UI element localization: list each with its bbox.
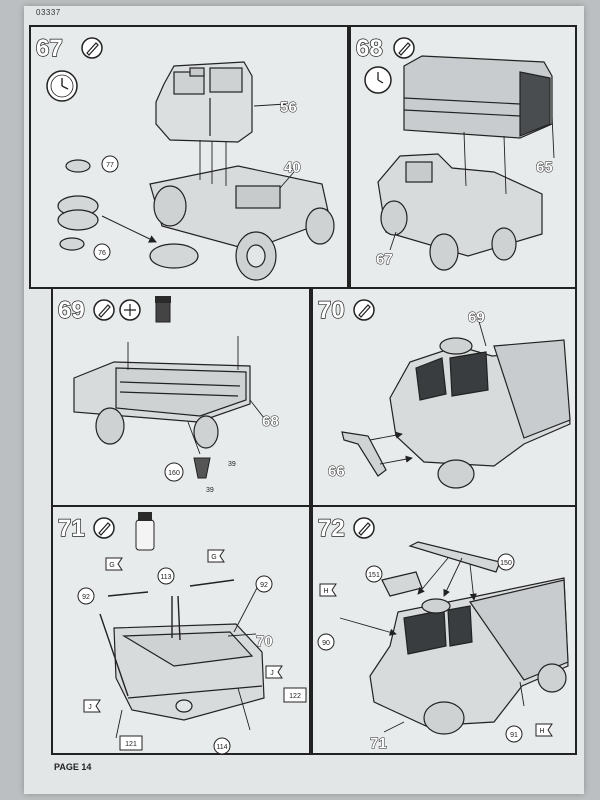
flag-j: J — [265, 665, 283, 679]
truck-front-drawing — [389, 337, 571, 489]
clock-icon — [364, 66, 392, 94]
cab-drawing — [155, 61, 253, 143]
svg-text:90: 90 — [322, 640, 330, 647]
svg-text:92: 92 — [260, 582, 268, 589]
step-67-panel: 67 — [29, 25, 349, 289]
label-39: 39 — [228, 461, 236, 468]
part-circle-160: 160 — [164, 462, 184, 482]
flag-j: J — [83, 699, 101, 713]
step-number: 68 — [356, 35, 383, 62]
step-number: 70 — [318, 297, 345, 324]
glue-icon — [119, 299, 141, 321]
svg-text:77: 77 — [106, 162, 114, 169]
svg-text:H: H — [323, 588, 328, 595]
flag-h: H — [535, 723, 553, 737]
callout-65: 65 — [536, 159, 553, 176]
wheel-hub-parts — [57, 159, 199, 269]
step-68-panel: 68 — [349, 25, 577, 289]
tool-icon — [353, 517, 375, 539]
callout-40: 40 — [284, 159, 301, 176]
step-number: 71 — [58, 515, 85, 542]
callout-67: 67 — [376, 251, 393, 268]
hood-drawing — [113, 623, 265, 721]
tool-icon — [393, 37, 415, 59]
svg-text:114: 114 — [216, 744, 227, 751]
svg-text:113: 113 — [160, 574, 171, 581]
svg-text:92: 92 — [82, 594, 90, 601]
part-circle-92: 92 — [77, 587, 95, 605]
part-circle-76: 76 — [93, 243, 111, 261]
step-69-panel: 69 — [51, 287, 311, 507]
instruction-drawings: 67 — [29, 25, 577, 755]
step-70-panel: 70 69 66 — [311, 287, 577, 507]
tailgate-drawing — [73, 361, 251, 449]
part-circle-92: 92 — [255, 575, 273, 593]
tool-icon — [93, 299, 115, 321]
instruction-sheet: 03337 67 — [24, 6, 584, 794]
chassis-drawing — [149, 165, 335, 281]
bumper-drawing — [341, 431, 387, 477]
flag-g: G — [105, 557, 123, 571]
part-circle-113: 113 — [157, 567, 175, 585]
roof-rack-drawing — [381, 541, 501, 597]
step-number: 72 — [318, 515, 345, 542]
callout-69: 69 — [468, 309, 485, 326]
tool-icon — [93, 517, 115, 539]
label-39: 39 — [206, 487, 214, 494]
part-box-122: 122 — [283, 687, 307, 703]
truck-drawing — [369, 577, 569, 735]
part-circle-151: 151 — [365, 565, 383, 583]
step-number: 69 — [58, 297, 85, 324]
callout-71: 71 — [370, 735, 387, 752]
truck-drawing — [377, 153, 543, 271]
part-circle-150: 150 — [497, 553, 515, 571]
svg-text:J: J — [88, 704, 92, 711]
tool-icon — [81, 37, 103, 59]
tool-icon — [353, 299, 375, 321]
svg-text:76: 76 — [98, 250, 106, 257]
step-71-panel: 71 — [51, 505, 311, 755]
svg-text:J: J — [270, 670, 274, 677]
clock-icon — [46, 70, 78, 102]
callout-70: 70 — [256, 633, 273, 650]
paint-bottle-icon — [135, 512, 155, 551]
svg-text:151: 151 — [368, 572, 380, 579]
svg-text:H: H — [539, 728, 544, 735]
part-circle-90: 90 — [317, 633, 335, 651]
flag-g: G — [207, 549, 225, 563]
svg-text:122: 122 — [289, 693, 301, 700]
paint-pot-icon — [155, 296, 171, 323]
canvas-cover-drawing — [403, 55, 553, 139]
small-part — [193, 457, 211, 479]
part-circle-114: 114 — [213, 737, 231, 755]
svg-text:91: 91 — [510, 732, 518, 739]
part-circle-91: 91 — [505, 725, 523, 743]
kit-code: 03337 — [36, 8, 61, 17]
svg-text:121: 121 — [125, 741, 137, 748]
step-number: 67 — [36, 35, 63, 62]
callout-68: 68 — [262, 413, 279, 430]
callout-66: 66 — [328, 463, 345, 480]
svg-text:G: G — [109, 562, 114, 569]
svg-text:150: 150 — [500, 560, 512, 567]
page-number: PAGE 14 — [54, 762, 92, 772]
svg-text:160: 160 — [168, 470, 180, 477]
wiper-parts — [99, 579, 235, 697]
svg-text:G: G — [211, 554, 216, 561]
step-72-panel: 72 — [311, 505, 577, 755]
part-box-121: 121 — [119, 735, 143, 751]
flag-h: H — [319, 583, 337, 597]
part-circle-77: 77 — [101, 155, 119, 173]
callout-56: 56 — [280, 99, 297, 116]
